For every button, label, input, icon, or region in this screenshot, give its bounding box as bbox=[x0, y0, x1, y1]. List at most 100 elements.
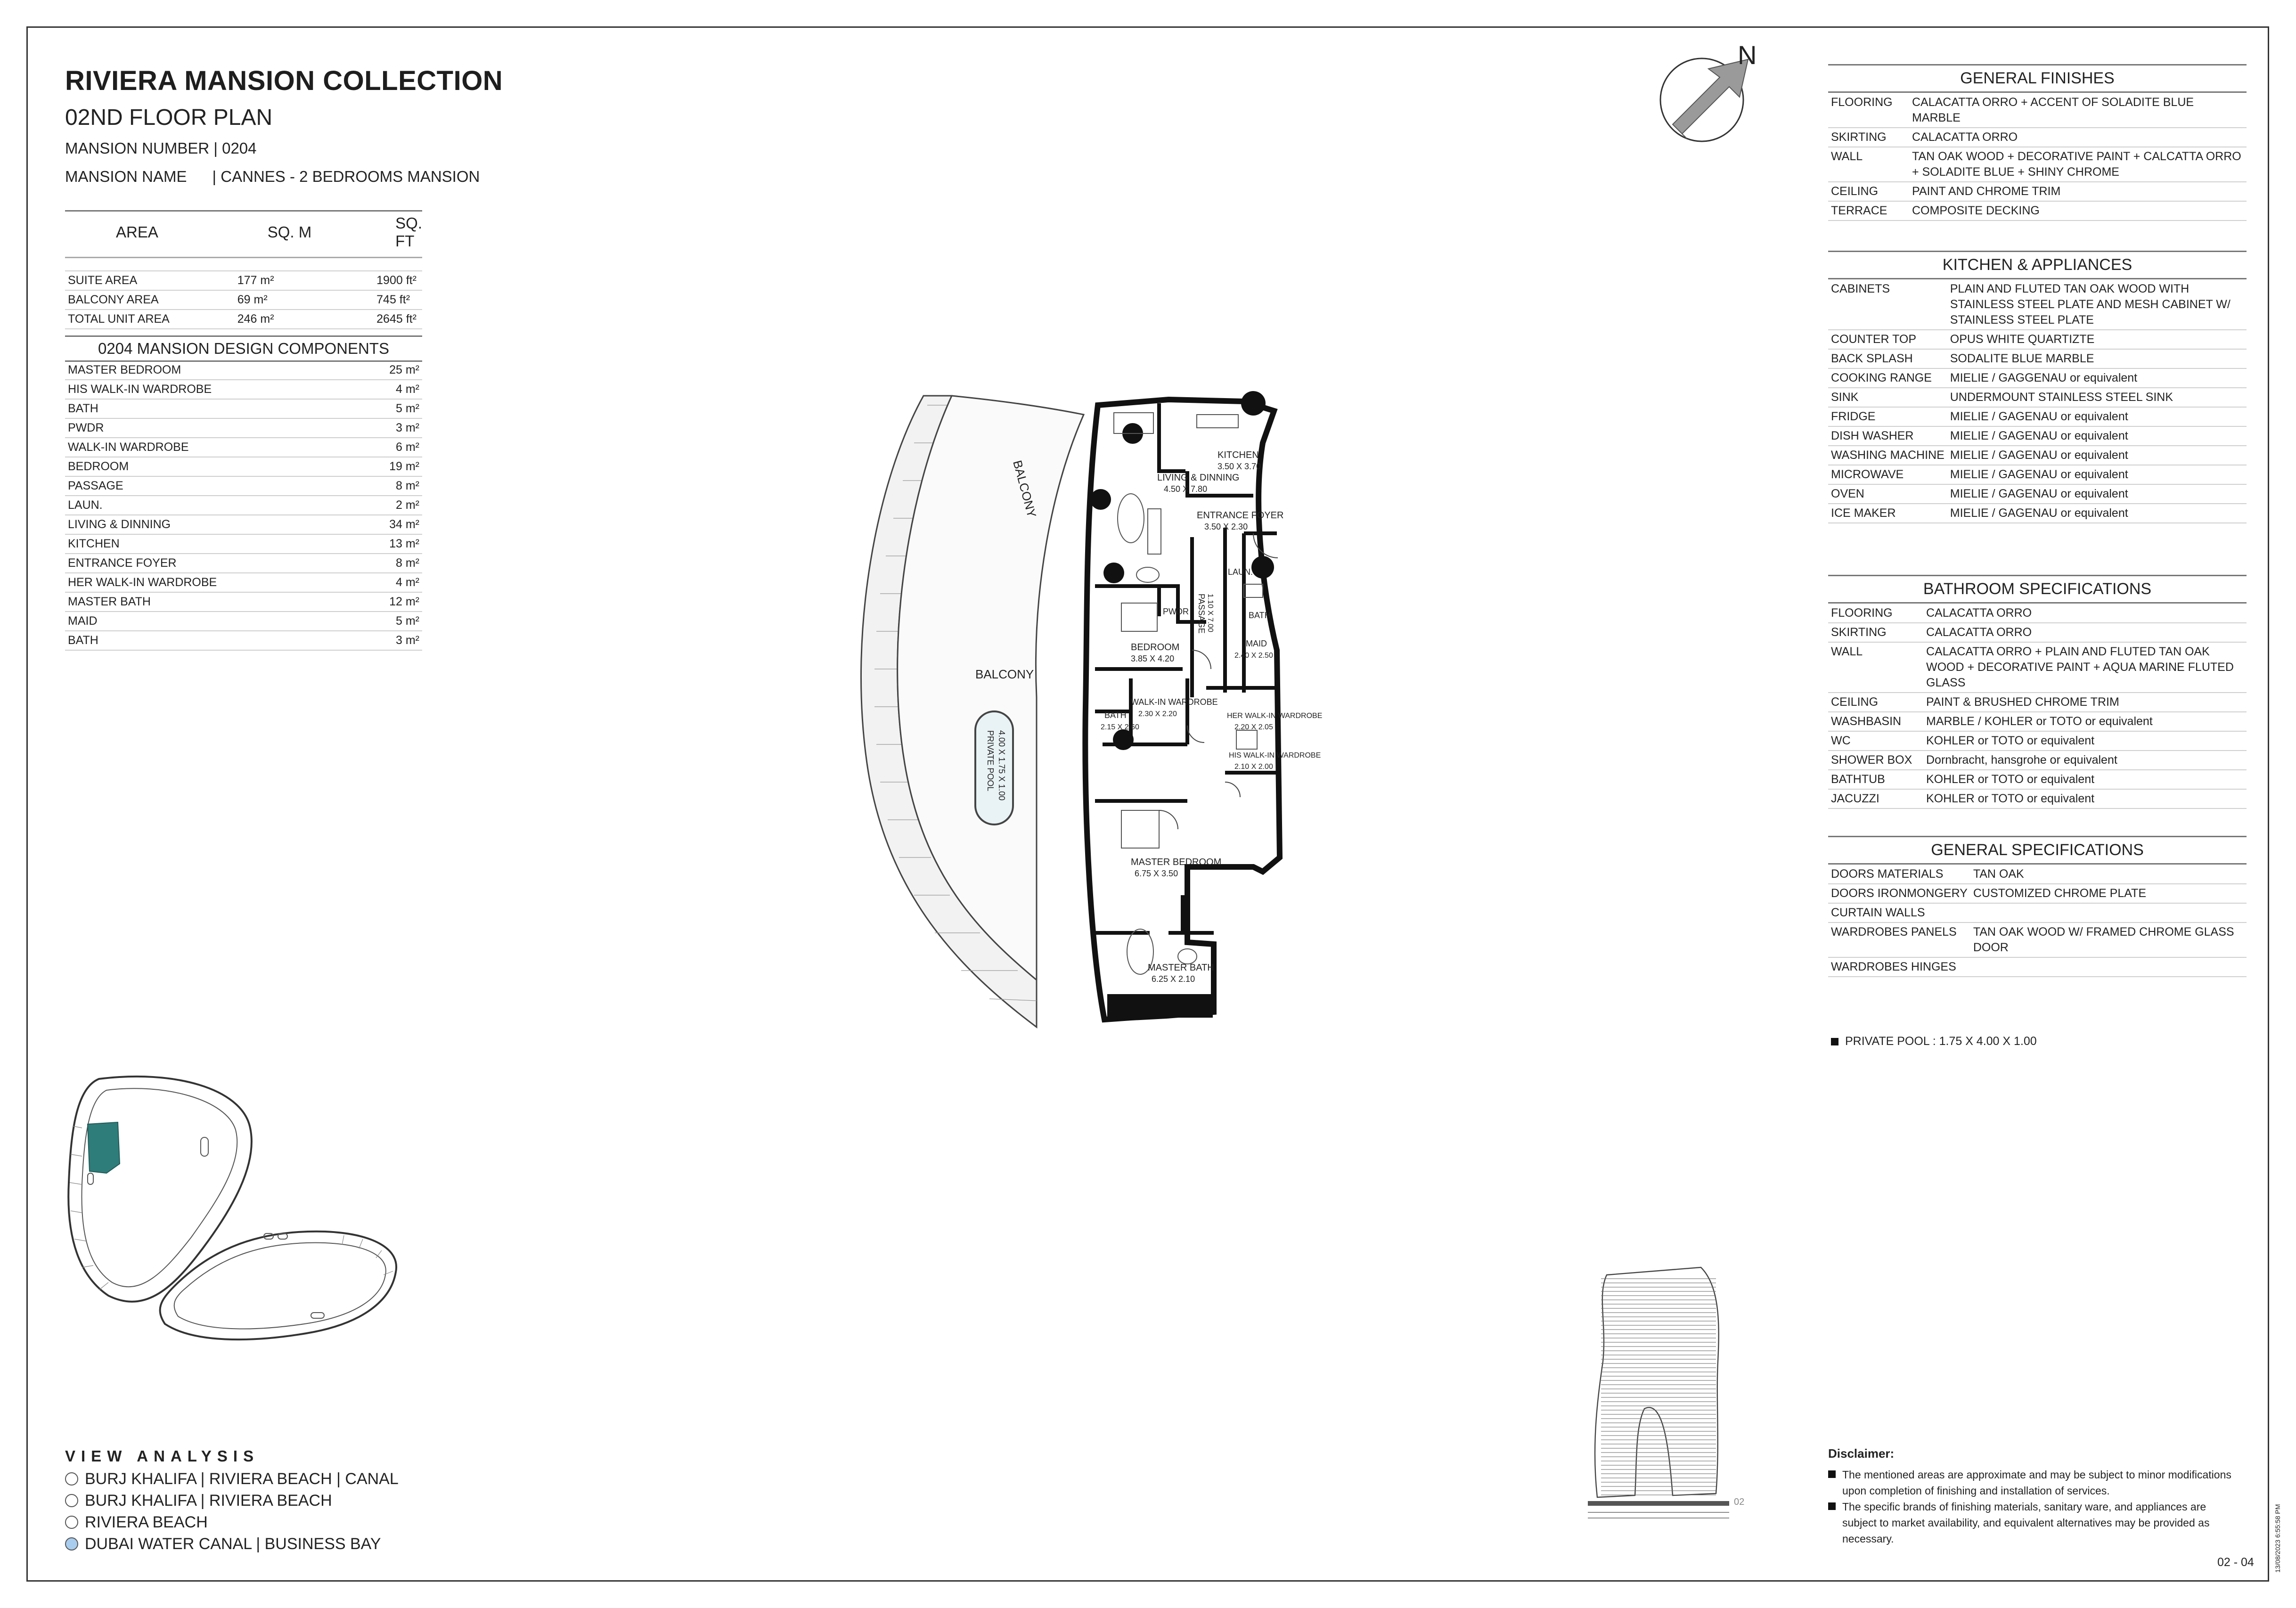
spec-value: COMPOSITE DECKING bbox=[1909, 201, 2247, 221]
bedroom-label: BEDROOM bbox=[1131, 642, 1179, 653]
master-bath-wall bbox=[1107, 994, 1213, 1018]
area-sqm: 69 m² bbox=[234, 290, 374, 310]
spec-value: PAINT AND CHROME TRIM bbox=[1909, 182, 2247, 202]
maid-bath-label: BATH bbox=[1249, 611, 1271, 620]
component-area: 34 m² bbox=[355, 515, 422, 535]
foyer-dim: 3.50 X 2.30 bbox=[1204, 522, 1248, 531]
spec-value: OPUS WHITE QUARTIZTE bbox=[1947, 330, 2247, 350]
component-name: MASTER BATH bbox=[65, 592, 355, 612]
spec-key: CURTAIN WALLS bbox=[1828, 903, 1970, 923]
component-name: PWDR bbox=[65, 418, 355, 438]
radio-unselected-icon[interactable] bbox=[65, 1472, 78, 1486]
component-name: MAID bbox=[65, 612, 355, 631]
spec-value: CALACATTA ORRO + ACCENT OF SOLADITE BLUE… bbox=[1909, 93, 2247, 128]
pool-note-text: PRIVATE POOL : 1.75 X 4.00 X 1.00 bbox=[1845, 1035, 2037, 1048]
component-area: 25 m² bbox=[355, 361, 422, 380]
spec-key: MICROWAVE bbox=[1828, 465, 1947, 485]
area-name: SUITE AREA bbox=[65, 271, 235, 291]
sqft-header: SQ. FT bbox=[374, 210, 422, 258]
spec-key: COOKING RANGE bbox=[1828, 368, 1947, 388]
spec-key: CEILING bbox=[1828, 693, 1923, 712]
spec-key: WALL bbox=[1828, 147, 1909, 182]
north-label: N bbox=[1738, 40, 1757, 70]
furniture bbox=[1113, 412, 1263, 975]
radio-selected-icon[interactable] bbox=[65, 1537, 78, 1551]
area-sqm: 177 m² bbox=[234, 271, 374, 291]
bullet-square-icon bbox=[1828, 1470, 1836, 1478]
spec-value: Dornbracht, hansgrohe or equivalent bbox=[1923, 751, 2247, 770]
component-name: KITCHEN bbox=[65, 534, 355, 554]
spec-value: MIELIE / GAGENAU or equivalent bbox=[1947, 446, 2247, 465]
table-row: BALCONY AREA 69 m² 745 ft² bbox=[65, 290, 422, 310]
mansion-name: MANSION NAME| CANNES - 2 BEDROOMS MANSIO… bbox=[65, 168, 480, 186]
page-number: 02 - 04 bbox=[2217, 1556, 2254, 1569]
view-option[interactable]: DUBAI WATER CANAL | BUSINESS BAY bbox=[65, 1533, 399, 1555]
spec-key: SHOWER BOX bbox=[1828, 751, 1923, 770]
pool-note: PRIVATE POOL : 1.75 X 4.00 X 1.00 bbox=[1831, 1035, 2037, 1048]
north-arrow-icon: N bbox=[1659, 40, 1757, 142]
area-name: TOTAL UNIT AREA bbox=[65, 310, 235, 329]
spec-key: DISH WASHER bbox=[1828, 426, 1947, 446]
bedroom-dim: 3.85 X 4.20 bbox=[1131, 654, 1174, 663]
radio-unselected-icon[interactable] bbox=[65, 1494, 78, 1507]
walkin-label: WALK-IN WARDROBE bbox=[1131, 697, 1218, 707]
laun-label: LAUN. bbox=[1228, 567, 1253, 577]
radio-unselected-icon[interactable] bbox=[65, 1516, 78, 1529]
spec-value bbox=[1970, 903, 2247, 923]
master-bedroom-label: MASTER BEDROOM bbox=[1131, 857, 1221, 867]
view-option[interactable]: RIVIERA BEACH bbox=[65, 1511, 399, 1533]
his-walkin-dim: 2.10 X 2.00 bbox=[1234, 763, 1273, 771]
view-analysis-title: VIEW ANALYSIS bbox=[65, 1447, 260, 1465]
spec-key: WASHING MACHINE bbox=[1828, 446, 1947, 465]
balcony-label: BALCONY bbox=[975, 667, 1034, 681]
spec-key: CEILING bbox=[1828, 182, 1909, 202]
spec-value: TAN OAK bbox=[1970, 865, 2247, 884]
component-name: WALK-IN WARDROBE bbox=[65, 438, 355, 457]
area-sqft: 1900 ft² bbox=[374, 271, 422, 291]
bath-label: BATH bbox=[1104, 710, 1127, 720]
kitchen-label: KITCHEN bbox=[1217, 450, 1259, 460]
table-row: TOTAL UNIT AREA 246 m² 2645 ft² bbox=[65, 310, 422, 329]
building-outline bbox=[1082, 396, 1283, 1023]
spec-value: CALACATTA ORRO + PLAIN AND FLUTED TAN OA… bbox=[1923, 642, 2247, 693]
spec-key: SKIRTING bbox=[1828, 623, 1923, 643]
component-area: 6 m² bbox=[355, 438, 422, 457]
his-walkin-label: HIS WALK-IN WARDROBE bbox=[1229, 751, 1321, 759]
view-option[interactable]: BURJ KHALIFA | RIVIERA BEACH | CANAL bbox=[65, 1468, 399, 1490]
bath-dim: 2.15 X 2.60 bbox=[1101, 723, 1139, 731]
her-walkin-label: HER WALK-IN WARDROBE bbox=[1227, 712, 1322, 720]
view-option[interactable]: BURJ KHALIFA | RIVIERA BEACH bbox=[65, 1490, 399, 1511]
component-area: 2 m² bbox=[355, 496, 422, 515]
bullet-square-icon bbox=[1831, 1037, 1838, 1045]
component-name: LAUN. bbox=[65, 496, 355, 515]
master-bath-dim: 6.25 X 2.10 bbox=[1152, 974, 1195, 984]
mansion-name-label: MANSION NAME bbox=[65, 168, 187, 185]
component-area: 19 m² bbox=[355, 457, 422, 477]
spec-value: MIELIE / GAGENAU or equivalent bbox=[1947, 407, 2247, 427]
view-option-label: BURJ KHALIFA | RIVIERA BEACH | CANAL bbox=[85, 1469, 399, 1488]
component-name: BATH bbox=[65, 631, 355, 651]
spec-value: CALACATTA ORRO bbox=[1909, 128, 2247, 147]
view-option-label: RIVIERA BEACH bbox=[85, 1513, 208, 1531]
